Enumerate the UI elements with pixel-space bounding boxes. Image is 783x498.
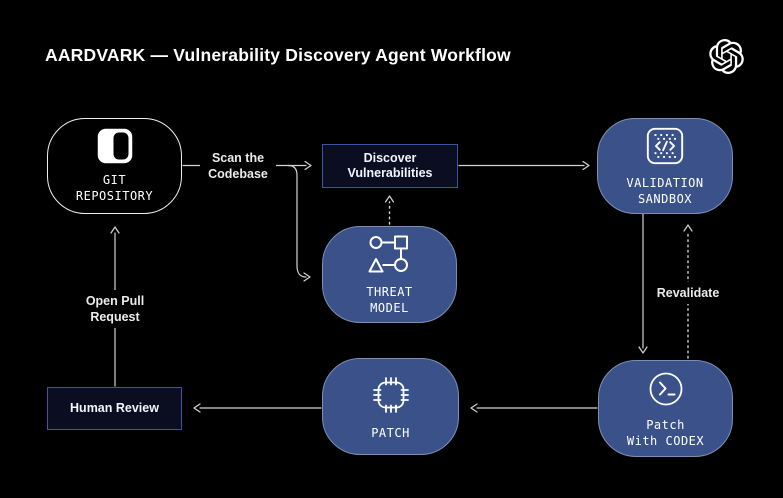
box-label: Human Review	[70, 401, 159, 415]
sandbox-code-icon	[646, 127, 684, 165]
label-revalidate: Revalidate	[653, 282, 723, 304]
edge-threat-to-discover	[384, 195, 395, 225]
edge-sandbox-to-codex	[638, 213, 648, 354]
repository-icon	[97, 128, 132, 164]
edge-codex-to-patch	[470, 403, 598, 413]
threat-graph-icon	[368, 235, 408, 272]
openai-logo-icon	[709, 39, 744, 74]
box-human-review: Human Review	[47, 387, 182, 430]
node-label: PATCH	[371, 425, 410, 440]
terminal-icon	[649, 372, 682, 405]
node-patch: PATCH	[322, 358, 459, 455]
chip-icon	[372, 376, 409, 413]
edge-discover-to-sandbox	[458, 160, 590, 171]
page-title: AARDVARK — Vulnerability Discovery Agent…	[45, 45, 511, 65]
edge-patch-to-human-review	[193, 403, 322, 413]
